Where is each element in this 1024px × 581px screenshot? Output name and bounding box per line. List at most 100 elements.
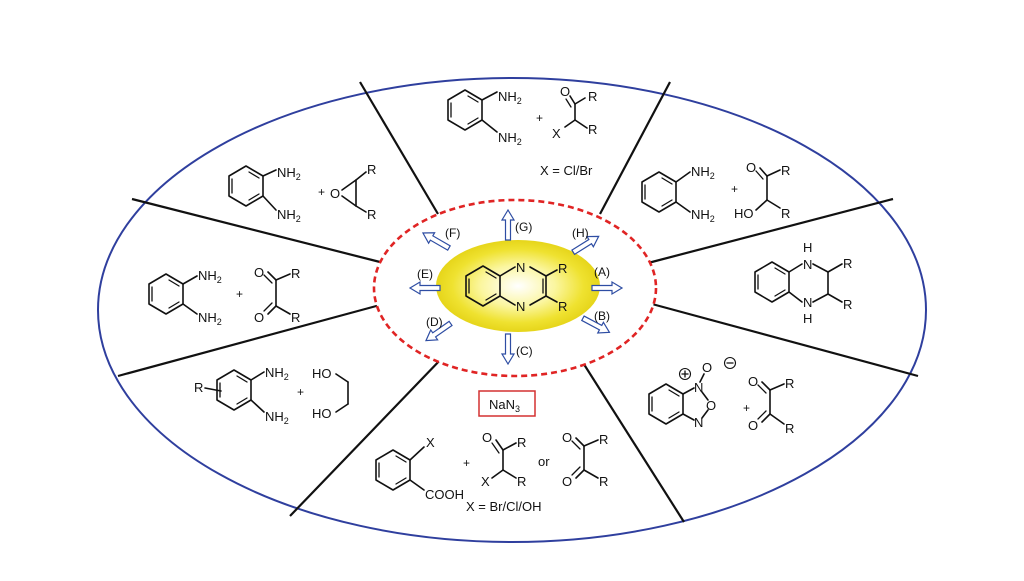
left-plus: +	[236, 287, 243, 301]
divider-top-right	[599, 81, 671, 215]
sector-left: NH2 NH2 + O O R R	[148, 265, 300, 327]
ll-r: R	[194, 380, 203, 395]
ul-nh2-2: NH2	[277, 207, 301, 224]
left-r1: R	[291, 266, 300, 281]
route-label-g: (G)	[515, 220, 532, 234]
core-r-bottom: R	[558, 299, 567, 314]
bottom-or: or	[538, 454, 550, 469]
divider-top-left	[359, 81, 439, 215]
lr-o-oxide: O	[702, 360, 712, 375]
top-x: X	[552, 126, 561, 141]
ur-r2: R	[781, 206, 790, 221]
ll-ho1: HO	[312, 366, 332, 381]
ll-ho2: HO	[312, 406, 332, 421]
lr-plus: +	[743, 401, 750, 415]
route-label-c: (C)	[516, 344, 533, 358]
bottom-r3: R	[599, 432, 608, 447]
core-n-top: N	[516, 260, 525, 275]
lr-o1: O	[748, 374, 758, 389]
core-glow	[436, 240, 600, 332]
route-arrows	[408, 208, 624, 366]
right-h1: H	[803, 240, 812, 255]
bottom-o3: O	[562, 474, 572, 489]
route-label-h: (H)	[572, 226, 589, 240]
divider-right-lower	[651, 302, 919, 378]
ll-nh2-1: NH2	[265, 365, 289, 382]
top-condition: X = Cl/Br	[540, 163, 593, 178]
bottom-plus: +	[463, 456, 470, 470]
divider-bottom-right	[579, 357, 685, 523]
bottom-r4: R	[599, 474, 608, 489]
right-n2: N	[803, 295, 812, 310]
ul-plus: +	[318, 185, 325, 199]
sector-right: H N N H R R	[754, 240, 852, 326]
lr-r2: R	[785, 421, 794, 436]
lr-r1: R	[785, 376, 794, 391]
sector-upper-left: NH2 NH2 + O R R	[228, 162, 376, 224]
bottom-cooh: COOH	[425, 487, 464, 502]
top-plus: +	[536, 111, 543, 125]
bottom-r2: R	[517, 474, 526, 489]
minus-charge-icon	[723, 356, 737, 370]
sector-dividers	[117, 81, 919, 523]
plus-charge-icon	[678, 367, 692, 381]
arrow-a	[591, 280, 624, 296]
top-nh2-1: NH2	[498, 89, 522, 106]
route-labels: (A) (B) (C) (D) (E) (F) (G) (H)	[417, 220, 610, 358]
right-r1: R	[843, 256, 852, 271]
azide-sub: 3	[515, 404, 520, 414]
azide-box: NaN3	[478, 390, 536, 417]
bottom-o2: O	[562, 430, 572, 445]
arrow-h	[571, 235, 600, 256]
core-n-bottom: N	[516, 299, 525, 314]
left-o2: O	[254, 310, 264, 325]
sector-lower-right: N O N O + O O R R	[648, 356, 794, 436]
left-nh2-1: NH2	[198, 268, 222, 285]
lr-o2: O	[748, 418, 758, 433]
divider-left-upper	[131, 197, 381, 264]
ul-nh2-1: NH2	[277, 165, 301, 182]
ur-plus: +	[731, 182, 738, 196]
arrow-e	[408, 280, 441, 296]
sector-top: NH2 NH2 + O R R X X = Cl/Br	[447, 84, 597, 178]
left-r2: R	[291, 310, 300, 325]
route-label-f: (F)	[445, 226, 460, 240]
ur-r1: R	[781, 163, 790, 178]
divider-bottom-left	[289, 355, 445, 517]
right-h2: H	[803, 311, 812, 326]
route-label-d: (D)	[426, 315, 443, 329]
top-o: O	[560, 84, 570, 99]
bottom-x: X	[426, 435, 435, 450]
route-label-e: (E)	[417, 267, 433, 281]
arrow-f	[421, 232, 451, 251]
lr-n1: N	[694, 380, 703, 395]
bottom-o1: O	[482, 430, 492, 445]
sector-upper-right: NH2 NH2 + O R R HO	[641, 160, 790, 224]
route-label-b: (B)	[594, 309, 610, 323]
ul-o: O	[330, 186, 340, 201]
arrow-b	[580, 315, 611, 334]
ll-nh2-2: NH2	[265, 409, 289, 426]
top-nh2-2: NH2	[498, 130, 522, 147]
core-quinoxaline: N N R R	[465, 260, 567, 314]
divider-left-lower	[117, 303, 381, 378]
outer-ellipse	[97, 77, 927, 543]
core-r-top: R	[558, 261, 567, 276]
arrow-d	[425, 320, 453, 342]
lr-n2: N	[694, 415, 703, 430]
bottom-x2: X	[481, 474, 490, 489]
bottom-r1: R	[517, 435, 526, 450]
lr-o-ring: O	[706, 398, 716, 413]
ll-plus: +	[297, 385, 304, 399]
ur-nh2-1: NH2	[691, 164, 715, 181]
sector-lower-left: R NH2 NH2 + HO HO	[194, 365, 349, 426]
top-r1: R	[588, 89, 597, 104]
arrow-g	[500, 208, 516, 241]
divider-right-upper	[647, 197, 894, 265]
route-label-a: (A)	[594, 265, 610, 279]
arrow-c	[500, 333, 516, 366]
left-o1: O	[254, 265, 264, 280]
azide-label: NaN3	[489, 397, 520, 414]
